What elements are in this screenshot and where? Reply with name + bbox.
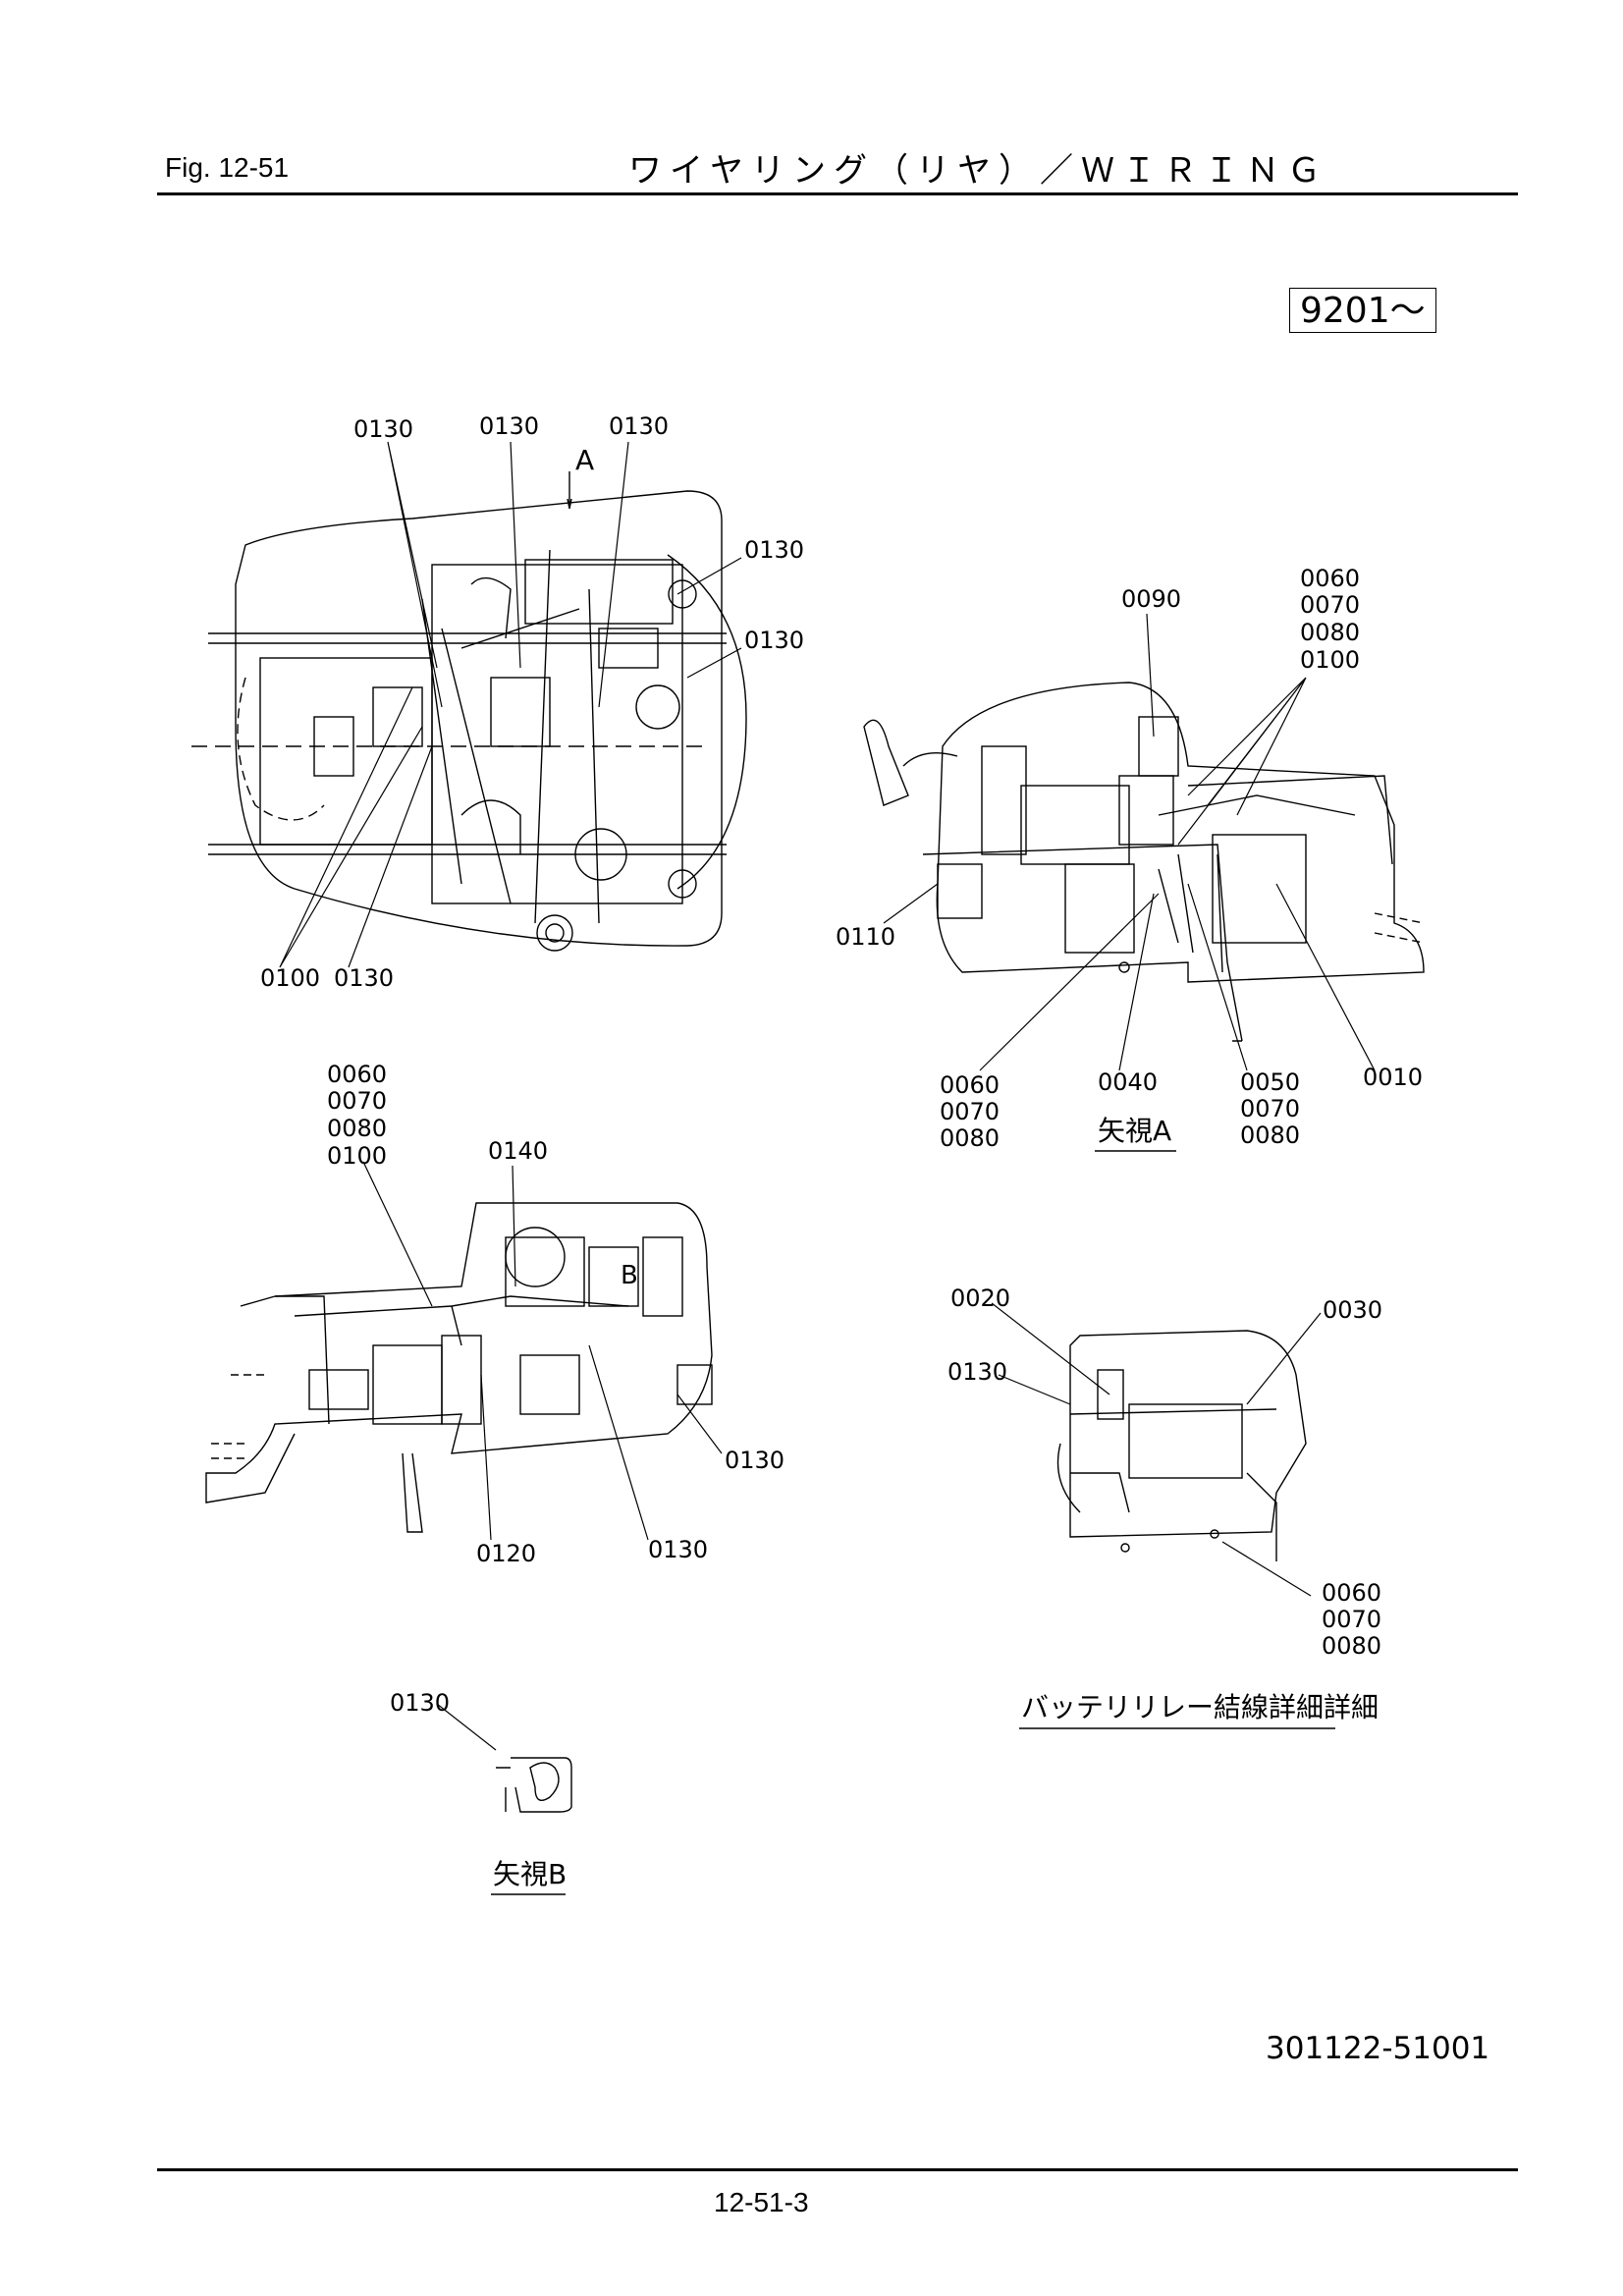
callout-0080: 0080 bbox=[1300, 619, 1360, 646]
view-a-leaders bbox=[883, 613, 1376, 1071]
view-a-callouts: 0090 0060 0070 0080 0100 0110 0060 0070 … bbox=[836, 565, 1423, 1152]
callout-0100: 0100 bbox=[260, 964, 320, 992]
view-b-leaders bbox=[436, 1703, 497, 1751]
figure-label: Fig. 12-51 bbox=[165, 152, 290, 183]
view-arrow-label: A bbox=[575, 444, 594, 476]
callout-0090: 0090 bbox=[1121, 585, 1181, 613]
battery-detail-drawing bbox=[1056, 1330, 1307, 1561]
page-number: 12-51-3 bbox=[714, 2187, 809, 2217]
callout-0010: 0010 bbox=[1363, 1064, 1423, 1091]
view-a-drawing bbox=[863, 682, 1425, 1042]
callout-0130: 0130 bbox=[725, 1447, 784, 1474]
callout-0130: 0130 bbox=[479, 412, 539, 440]
callout-0080: 0080 bbox=[1322, 1632, 1381, 1660]
callout-0060: 0060 bbox=[327, 1061, 387, 1088]
top-view-callouts: 0130 0130 0130 0130 0130 0100 0130 A bbox=[260, 412, 804, 992]
callout-0070: 0070 bbox=[1322, 1606, 1381, 1633]
callout-0080: 0080 bbox=[327, 1115, 387, 1142]
page-title: ワイヤリング（リヤ）／ＷＩＲＩＮＧ bbox=[628, 152, 1328, 190]
callout-0130: 0130 bbox=[947, 1358, 1007, 1386]
callout-0140: 0140 bbox=[488, 1137, 548, 1165]
callout-0070: 0070 bbox=[1240, 1095, 1300, 1122]
side-view-drawing bbox=[205, 1202, 713, 1533]
callout-0020: 0020 bbox=[950, 1285, 1010, 1312]
callout-0070: 0070 bbox=[1300, 591, 1360, 619]
top-view-leaders bbox=[279, 441, 742, 968]
battery-detail-leaders bbox=[991, 1302, 1322, 1597]
callout-0110: 0110 bbox=[836, 923, 895, 951]
battery-detail-caption: バッテリリレー結線詳細詳細 bbox=[1021, 1691, 1379, 1723]
callout-0130: 0130 bbox=[609, 412, 669, 440]
callout-0130: 0130 bbox=[648, 1536, 708, 1563]
view-b-caption: 矢視B bbox=[493, 1858, 567, 1890]
callout-0070: 0070 bbox=[940, 1098, 1000, 1125]
serial-range-box: 9201～ bbox=[1289, 288, 1436, 333]
side-view-leaders bbox=[362, 1161, 723, 1541]
callout-0080: 0080 bbox=[940, 1124, 1000, 1152]
callout-0100: 0100 bbox=[327, 1142, 387, 1170]
header-rule bbox=[157, 192, 1518, 195]
callout-0120: 0120 bbox=[476, 1540, 536, 1567]
view-b-callouts: 0130 矢視B bbox=[390, 1689, 567, 1890]
footer-rule bbox=[157, 2168, 1518, 2171]
callout-0050: 0050 bbox=[1240, 1068, 1300, 1096]
callout-0100: 0100 bbox=[1300, 646, 1360, 674]
callout-0130: 0130 bbox=[390, 1689, 450, 1717]
view-a-caption: 矢視A bbox=[1098, 1115, 1171, 1147]
callout-0060: 0060 bbox=[1300, 565, 1360, 592]
battery-detail-callouts: 0020 0030 0130 0060 0070 0080 バッテリリレー結線詳… bbox=[947, 1285, 1382, 1723]
callout-0060: 0060 bbox=[1322, 1579, 1381, 1607]
callout-0130: 0130 bbox=[334, 964, 394, 992]
document-number: 301122-51001 bbox=[1266, 2031, 1490, 2066]
view-b-marker: B bbox=[621, 1261, 638, 1290]
callout-0040: 0040 bbox=[1098, 1068, 1158, 1096]
side-view-callouts: 0060 0070 0080 0100 0140 B 0130 0120 013… bbox=[327, 1061, 784, 1567]
view-b-drawing bbox=[496, 1757, 572, 1813]
callout-0130: 0130 bbox=[744, 627, 804, 654]
callout-0130: 0130 bbox=[353, 415, 413, 443]
callout-0030: 0030 bbox=[1323, 1296, 1382, 1324]
callout-0130: 0130 bbox=[744, 536, 804, 564]
callout-0080: 0080 bbox=[1240, 1121, 1300, 1149]
callout-0060: 0060 bbox=[940, 1071, 1000, 1099]
callout-0070: 0070 bbox=[327, 1087, 387, 1115]
top-view bbox=[191, 471, 747, 952]
